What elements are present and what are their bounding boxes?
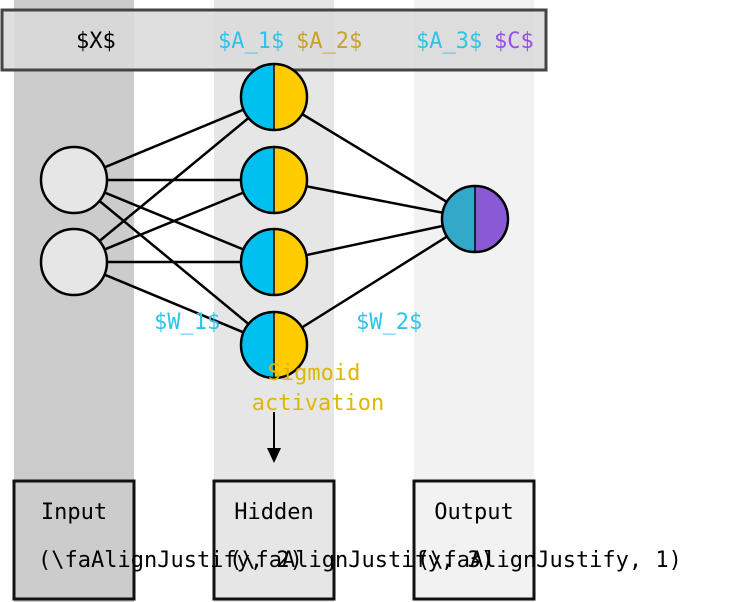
input-shape-label: (\faAlignJustify, 2) <box>38 548 303 573</box>
input-column-band <box>14 0 134 602</box>
input-node-1 <box>39 145 109 215</box>
annotation-arrow <box>267 412 281 463</box>
hidden-shape-label: (\faAlignJustify, 3) <box>229 548 494 573</box>
hidden-node-4 <box>239 310 309 380</box>
input-box-label: Input <box>41 500 107 525</box>
input-node-2 <box>39 227 109 297</box>
edge-h4-o1 <box>273 217 476 347</box>
output-box <box>412 479 536 601</box>
header-c-label: $C$ <box>494 29 534 54</box>
edge-i2-h4 <box>73 260 275 347</box>
output-shape-label: (\faAlignJustify, 1) <box>417 548 682 573</box>
header-x-label: $X$ <box>76 29 116 54</box>
edge-h3-o1 <box>273 217 476 264</box>
header-a3-label: $A_3$ <box>416 29 482 54</box>
edge-h1-o1 <box>273 95 476 221</box>
hidden-node-1 <box>239 62 309 132</box>
hidden-node-3 <box>239 227 309 297</box>
hidden-node-2 <box>239 145 309 215</box>
output-node <box>440 184 510 254</box>
edge-i2-h2 <box>73 178 275 264</box>
hidden-box-label: Hidden <box>234 500 313 525</box>
weight-w2-label: $W_2$ <box>356 310 422 335</box>
input-box <box>12 479 136 601</box>
edge-i2-h1 <box>73 96 275 263</box>
hidden-box <box>212 479 336 601</box>
output-box-label: Output <box>434 500 513 525</box>
edge-i1-h1 <box>73 95 275 182</box>
weight-w1-label: $W_1$ <box>154 310 220 335</box>
output-column-band <box>414 0 534 602</box>
header-bar <box>0 8 548 72</box>
annotation-line-2: activation <box>252 391 384 416</box>
header-a1-label: $A_1$ <box>218 29 284 54</box>
annotation-line-1: Sigmoid <box>268 361 361 386</box>
header-a2-label: $A_2$ <box>296 29 362 54</box>
